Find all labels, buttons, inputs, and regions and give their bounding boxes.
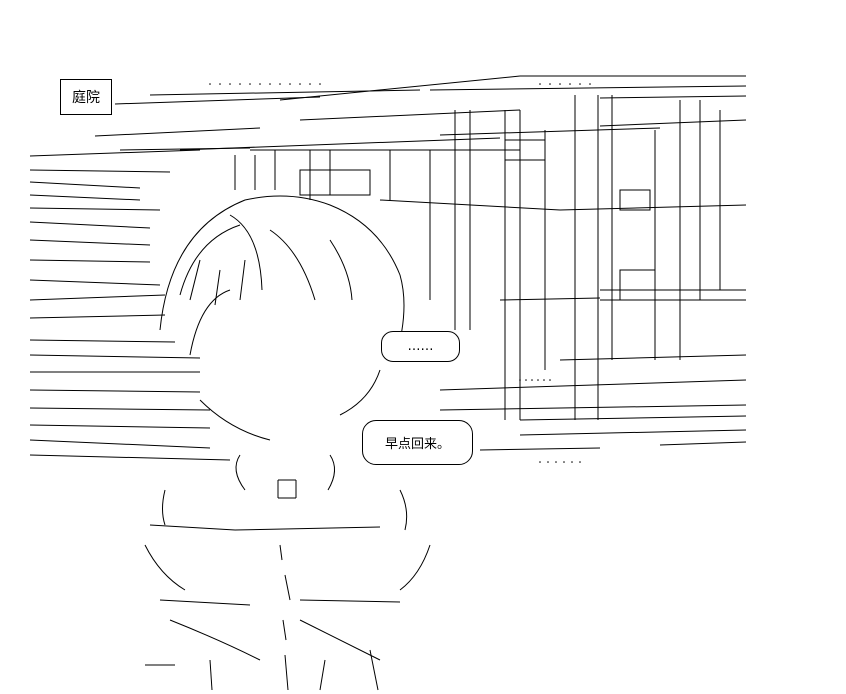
speech-bubble-ellipsis: …… bbox=[381, 331, 460, 362]
place-label: 庭院 bbox=[60, 79, 112, 115]
speech-bubble-come-back-early: 早点回来。 bbox=[362, 420, 473, 465]
character-hair bbox=[159, 195, 405, 361]
texture-dots bbox=[209, 83, 591, 463]
garden-hedge-lines bbox=[29, 149, 231, 461]
character-body bbox=[144, 289, 431, 691]
courtyard-building-lines bbox=[94, 75, 747, 451]
